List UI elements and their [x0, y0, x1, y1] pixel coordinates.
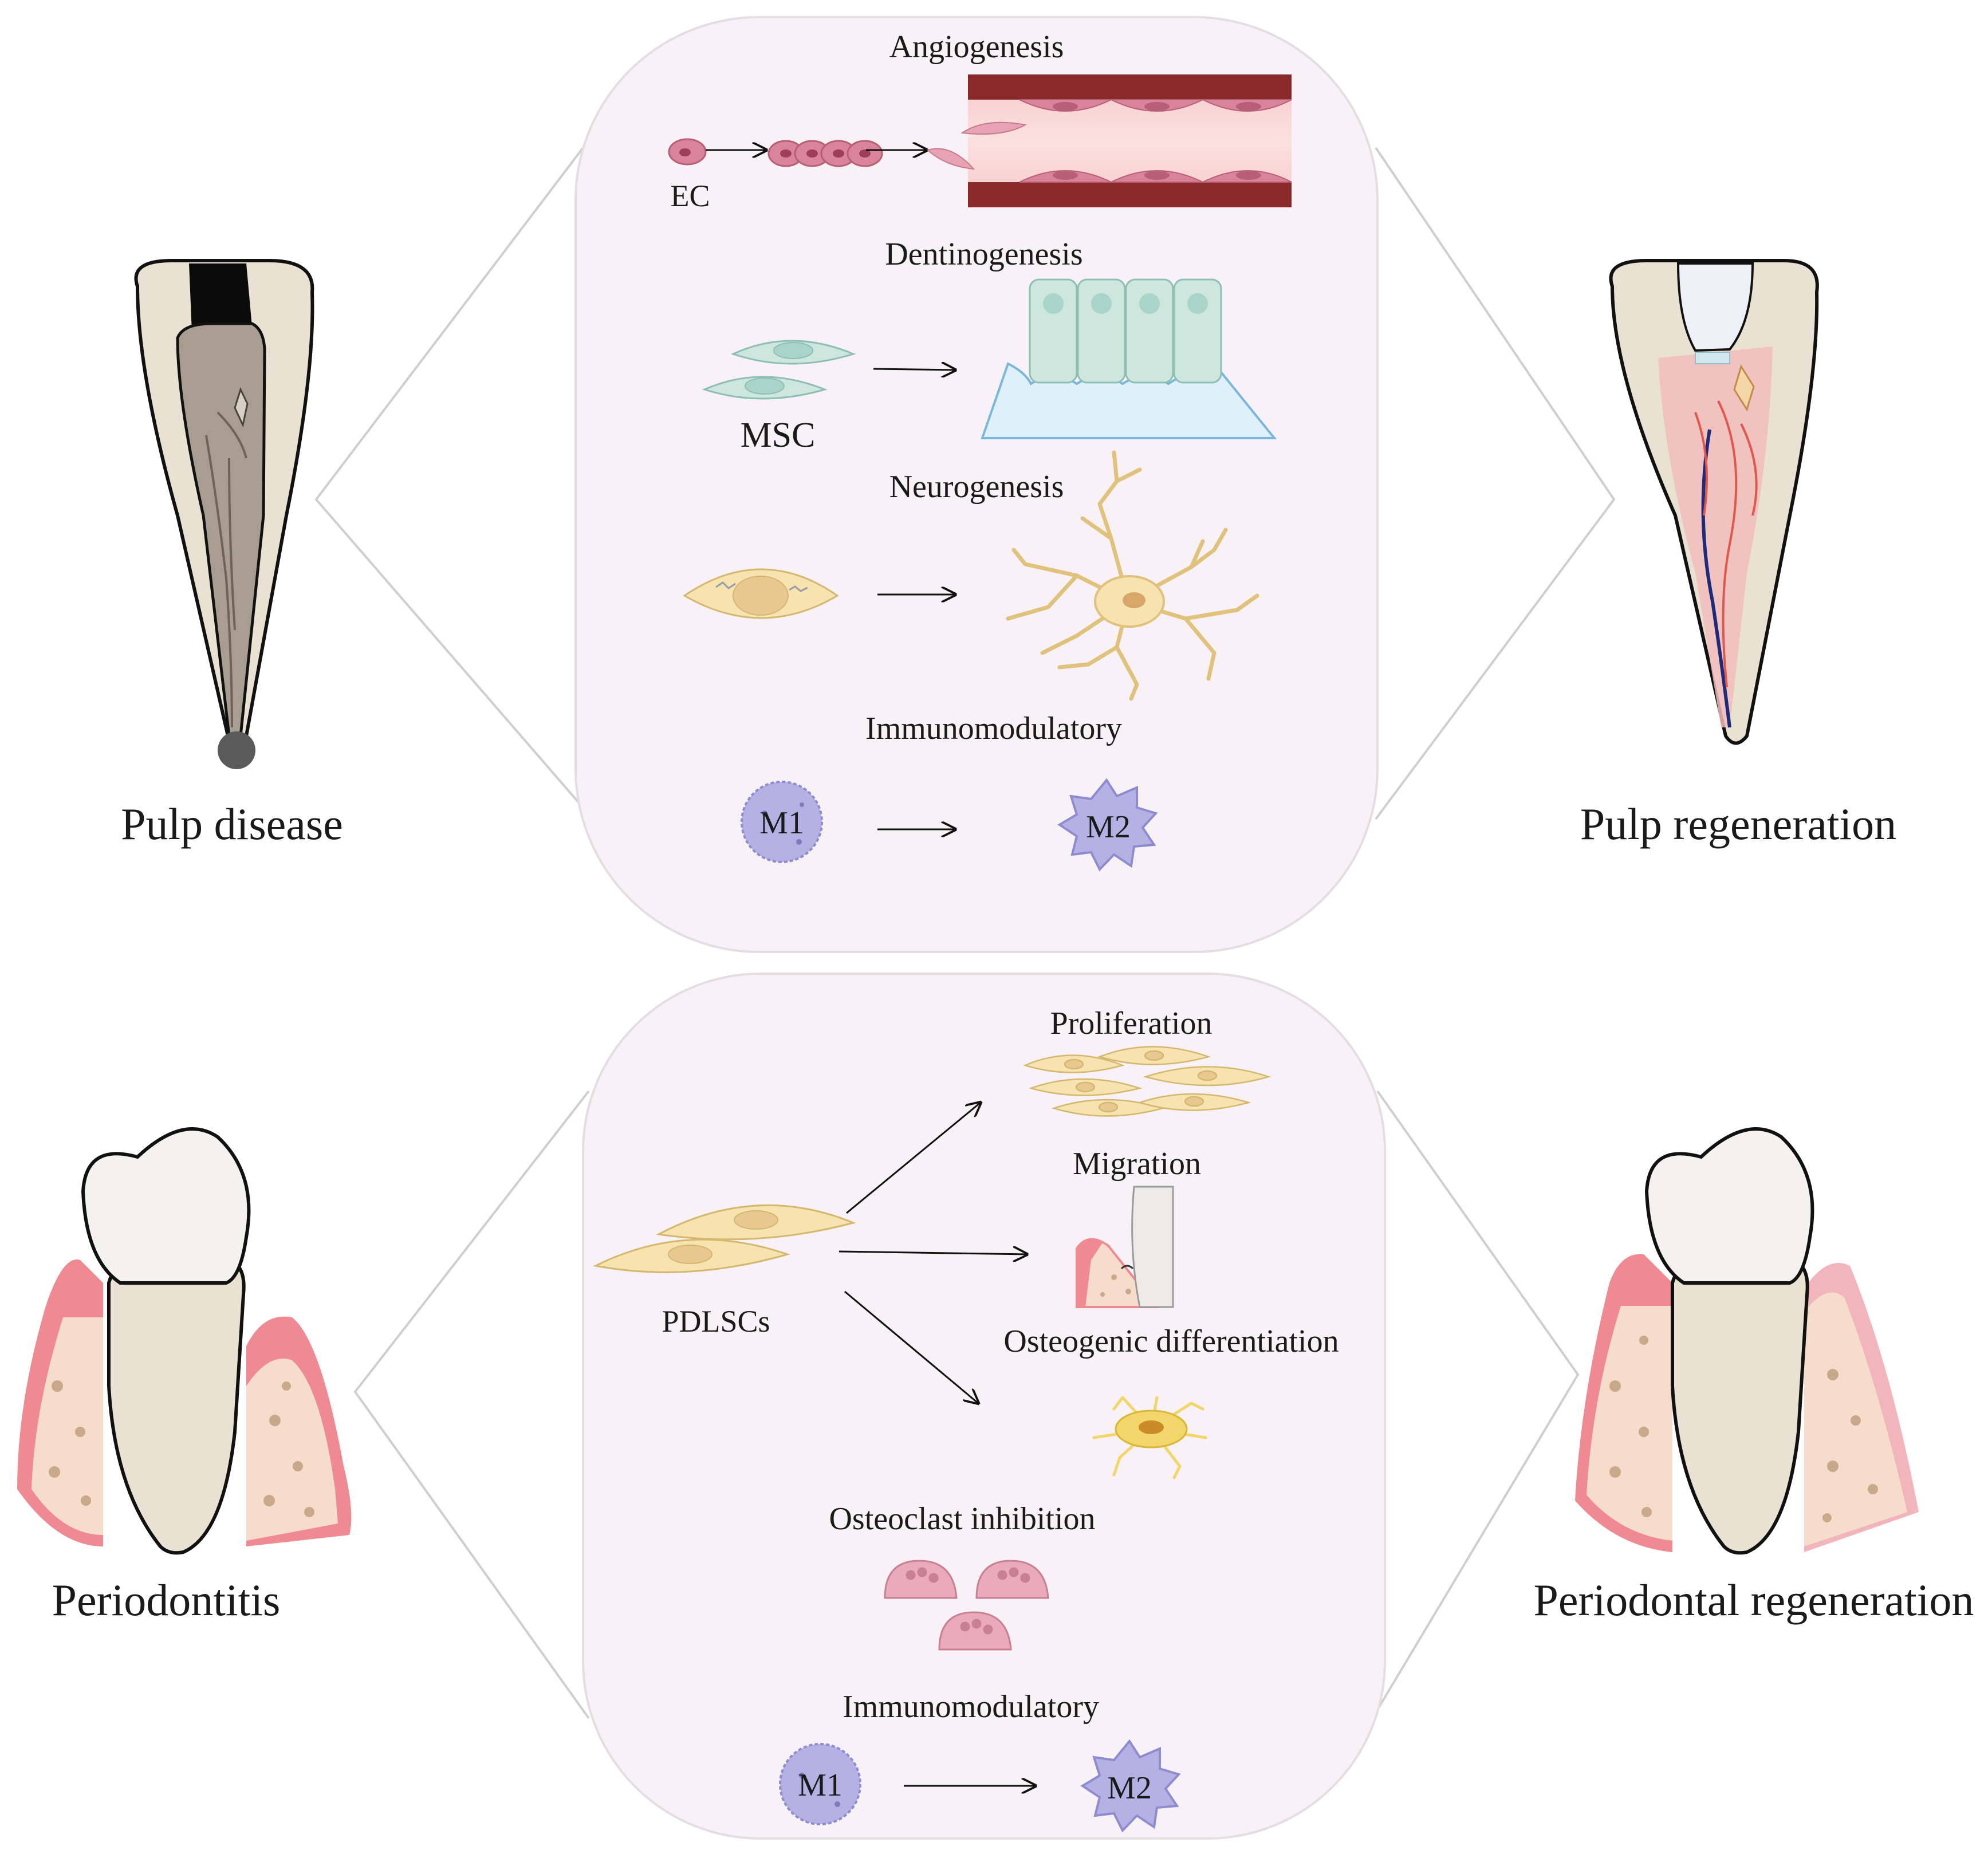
- bottom-m1-macrophage: [779, 1743, 861, 1825]
- msc-label: MSC: [741, 416, 816, 455]
- bottom-m2-macrophage: [1080, 1739, 1181, 1833]
- ec-cell-chain: [767, 140, 883, 167]
- top-panel-box: [574, 16, 1379, 953]
- arrow-to-osteogenic: [844, 1290, 978, 1403]
- proliferation-title: Proliferation: [1050, 1006, 1212, 1041]
- ec-nucleus: [679, 148, 691, 156]
- migration-title: Migration: [1073, 1146, 1201, 1182]
- periapical-lesion-icon: [218, 731, 255, 769]
- neurogenesis-title: Neurogenesis: [889, 469, 1064, 505]
- proliferating-cells: [1023, 1046, 1271, 1117]
- migration-graphic: [1076, 1186, 1174, 1308]
- osteogenic-title: Osteogenic differentiation: [1003, 1324, 1339, 1359]
- periodontal-regeneration-label: Periodontal regeneration: [1534, 1575, 1974, 1625]
- neuron: [1006, 450, 1259, 701]
- pulp-disease-label: Pulp disease: [121, 799, 343, 849]
- dentinogenesis-title: Dentinogenesis: [885, 237, 1082, 272]
- bottom-m1-label: M1: [798, 1768, 843, 1803]
- top-panel: Angiogenesis EC: [314, 16, 1616, 953]
- osteoclasts: [884, 1560, 1049, 1651]
- scaffold-icon: [1695, 352, 1730, 364]
- bottom-m2-label: M2: [1107, 1770, 1152, 1806]
- top-immuno-title: Immunomodulatory: [865, 711, 1122, 746]
- filling: [1676, 262, 1754, 352]
- periodontitis-label: Periodontitis: [52, 1575, 281, 1625]
- top-left-connector: [314, 147, 584, 809]
- top-m2-macrophage: [1057, 778, 1158, 872]
- bottom-immuno-title: Immunomodulatory: [843, 1689, 1099, 1725]
- osteoclast-title: Osteoclast inhibition: [829, 1501, 1095, 1537]
- msc-cells: [702, 340, 856, 400]
- pdlsc-cells: [593, 1204, 856, 1273]
- caries-lesion: [189, 263, 252, 332]
- dentino-arrow: [873, 369, 955, 370]
- arrow-to-proliferation: [846, 1103, 981, 1214]
- bottom-panel-box: [582, 973, 1386, 1840]
- bottom-left-connector: [353, 1090, 590, 1719]
- periodontitis-tooth: [17, 1127, 352, 1555]
- blood-vessel: [927, 74, 1292, 207]
- bottom-panel: PDLSCs Proliferation Migration: [353, 973, 1580, 1840]
- arrow-to-migration: [838, 1251, 1027, 1254]
- periodontal-regeneration-tooth: [1575, 1127, 1919, 1555]
- top-m1-macrophage: [741, 781, 823, 863]
- stem-cell-neuro: [683, 568, 839, 619]
- bottom-right-connector: [1376, 1090, 1580, 1711]
- pulp-regeneration-label: Pulp regeneration: [1580, 799, 1896, 849]
- pulp-disease-tooth: [134, 259, 314, 769]
- osteocyte: [1092, 1396, 1207, 1479]
- top-m1-label: M1: [759, 805, 804, 841]
- top-right-connector: [1375, 147, 1616, 820]
- angiogenesis-title: Angiogenesis: [889, 29, 1064, 65]
- neuron-nucleus: [1123, 592, 1145, 608]
- ec-label: EC: [670, 179, 710, 213]
- pdlscs-label: PDLSCs: [662, 1304, 770, 1339]
- top-m2-label: M2: [1086, 809, 1131, 845]
- pulp-regeneration-tooth: [1609, 259, 1819, 745]
- odontoblast-layer: [981, 278, 1277, 439]
